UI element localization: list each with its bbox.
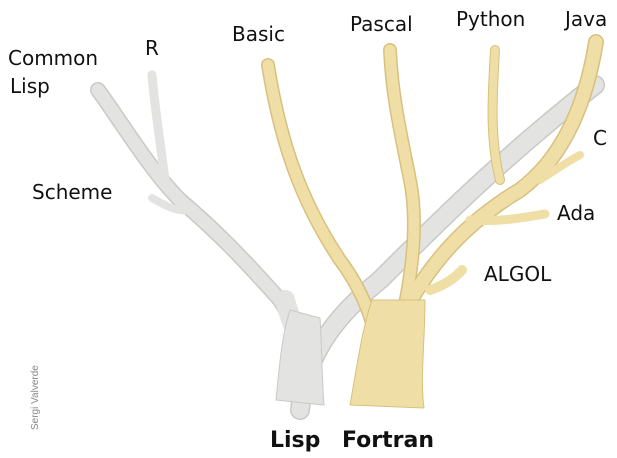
label-common-lisp-line2: Lisp <box>10 76 50 96</box>
label-python: Python <box>456 9 525 29</box>
label-pascal: Pascal <box>350 14 413 34</box>
label-r: R <box>145 38 159 58</box>
label-common-lisp-line1: Common <box>8 48 98 68</box>
label-algol: ALGOL <box>484 264 551 284</box>
label-scheme: Scheme <box>32 182 112 202</box>
root-label-lisp: Lisp <box>270 430 320 452</box>
label-java: Java <box>565 9 607 29</box>
label-c: C <box>593 128 607 148</box>
photo-credit: Sergi Valverde <box>30 365 41 430</box>
fortran-trunk <box>350 300 425 408</box>
root-label-fortran: Fortran <box>342 430 434 452</box>
lisp-tree <box>98 75 595 410</box>
label-basic: Basic <box>232 24 285 44</box>
label-ada: Ada <box>557 203 595 223</box>
